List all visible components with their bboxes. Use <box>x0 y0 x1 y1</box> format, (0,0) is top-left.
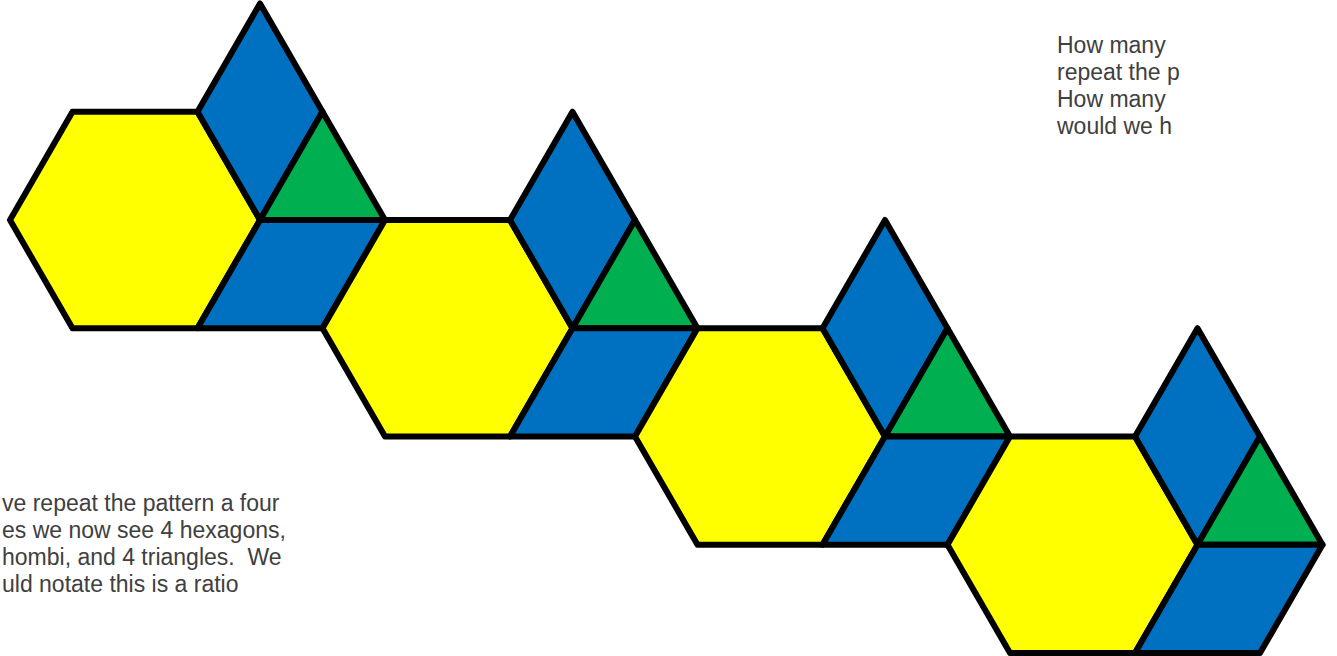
pattern-unit <box>635 220 1010 545</box>
note-text: repeat the p <box>1057 59 1180 86</box>
pattern-unit <box>10 4 385 329</box>
note-text: hombi, and 4 triangles. We <box>2 544 282 571</box>
note-text: es we now see 4 hexagons, <box>2 517 286 544</box>
note-text: How many <box>1057 32 1166 59</box>
pattern-unit <box>948 328 1323 653</box>
note-text: would we h <box>1057 113 1172 140</box>
note-text: ve repeat the pattern a four <box>2 490 279 517</box>
note-text: uld notate this is a ratio <box>2 571 239 598</box>
note-text: How many <box>1057 86 1166 113</box>
pattern-unit <box>323 112 698 437</box>
